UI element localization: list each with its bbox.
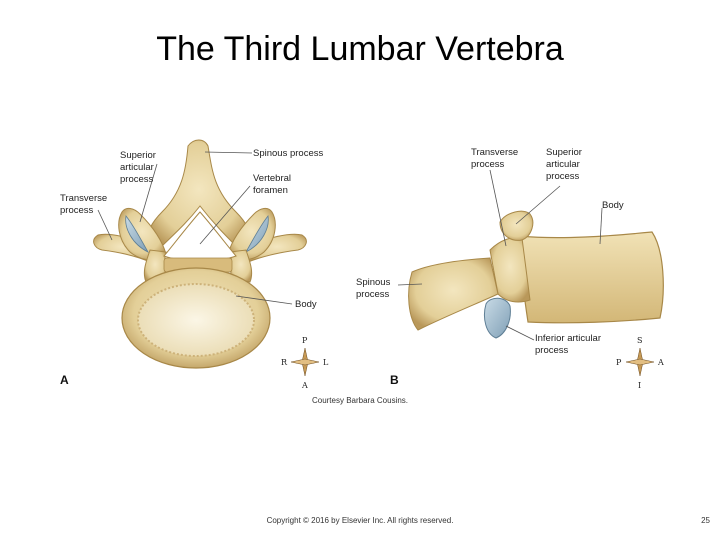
label-inferior-articular-b: Inferior articular process [535, 333, 604, 356]
svg-text:A: A [301, 381, 308, 390]
panel-label-b: B [390, 373, 399, 387]
label-body-a: Body [295, 299, 317, 310]
label-transverse-b: Transverse process [471, 147, 521, 170]
svg-text:I: I [638, 381, 641, 390]
compass-rose-b: S I P A [616, 336, 664, 390]
label-body-b: Body [602, 200, 624, 211]
label-vertebral-foramen-a: Vertebral foramen [253, 173, 294, 196]
image-credit: Courtesy Barbara Cousins. [0, 396, 720, 405]
svg-text:L: L [323, 358, 329, 367]
figure-b: Transverse process Superior articular pr… [356, 147, 664, 390]
label-transverse-a: Transverse process [60, 193, 110, 216]
vertebral-body-b [520, 232, 663, 323]
superior-articular-process-b [500, 211, 533, 240]
svg-text:P: P [616, 358, 622, 367]
page-number: 25 [701, 516, 710, 525]
label-superior-articular-b: Superior articular process [546, 147, 585, 182]
svg-text:R: R [281, 358, 288, 367]
label-spinous-a: Spinous process [253, 148, 323, 159]
svg-text:S: S [637, 336, 642, 345]
figure-a: Superior articular process Spinous proce… [60, 140, 329, 390]
copyright-notice: Copyright © 2016 by Elsevier Inc. All ri… [0, 516, 720, 525]
label-superior-articular-a: Superior articular process [120, 150, 159, 185]
label-spinous-b: Spinous process [356, 277, 393, 300]
svg-text:A: A [657, 358, 664, 367]
panel-label-a: A [60, 373, 69, 387]
svg-text:P: P [302, 336, 308, 345]
inferior-articular-process-b [484, 298, 510, 338]
compass-rose-a: P A R L [281, 336, 329, 390]
